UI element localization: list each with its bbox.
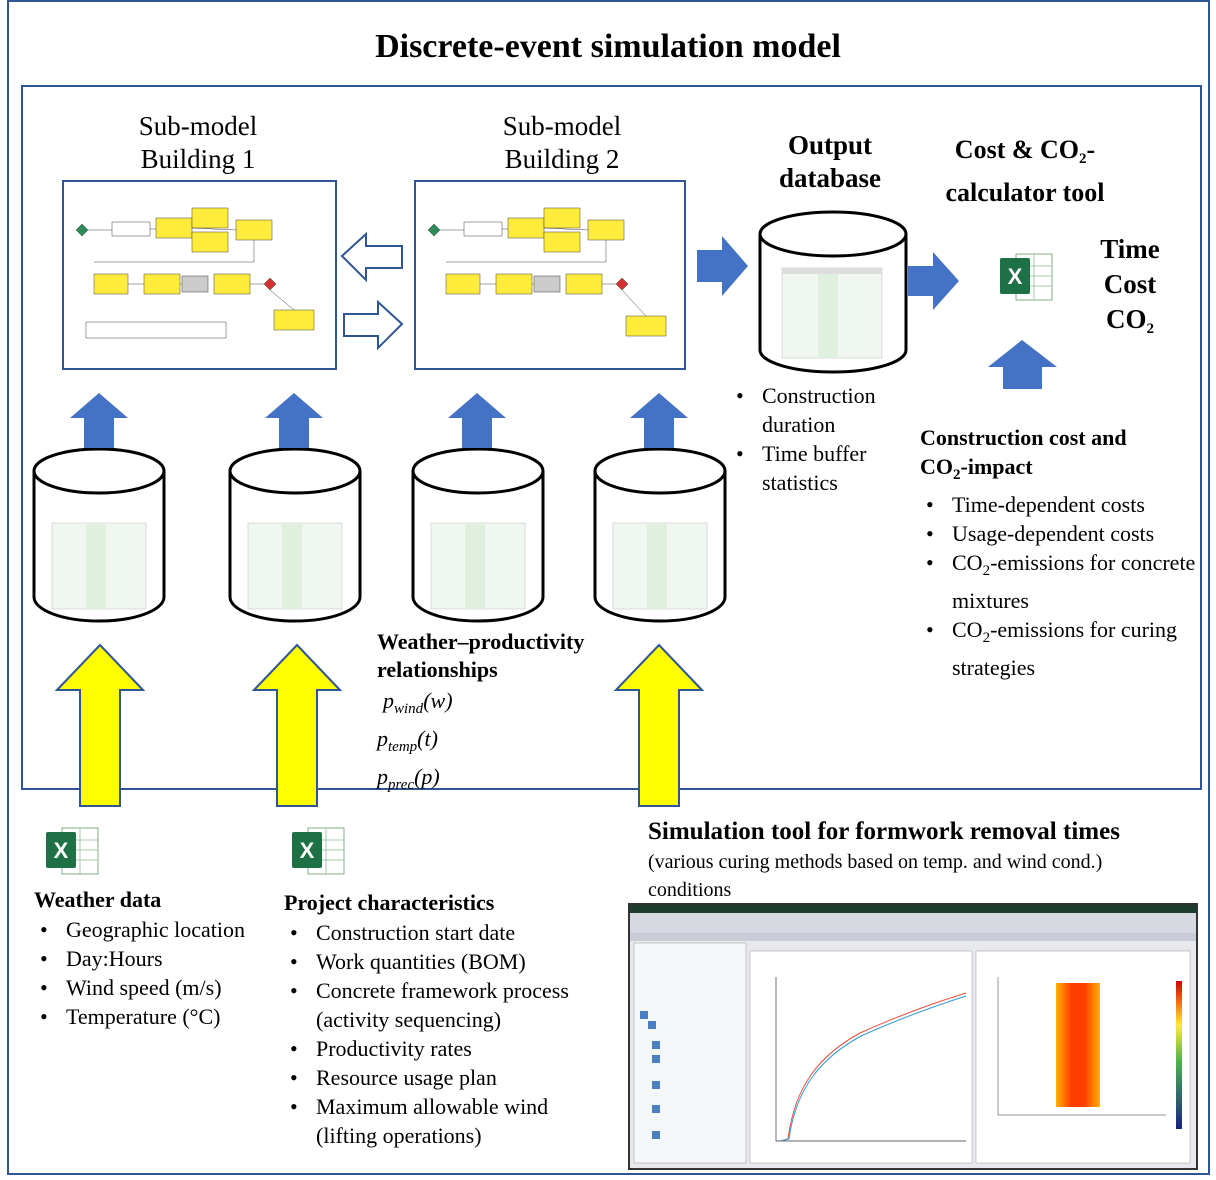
weather-productivity-heading: Weather–productivity relationships bbox=[377, 629, 585, 682]
svg-text:X: X bbox=[54, 838, 69, 863]
excel-icon-project: X bbox=[292, 827, 345, 875]
sim-tool-block: Simulation tool for formwork removal tim… bbox=[648, 816, 1208, 903]
blue-arrow-up-1 bbox=[70, 393, 128, 448]
simulation-model-frame bbox=[21, 85, 1202, 790]
output-database-cylinder bbox=[758, 210, 908, 374]
sim-tool-screenshot bbox=[628, 903, 1198, 1170]
project-bullets: Construction start date Work quantities … bbox=[284, 918, 614, 1150]
blue-arrow-to-output bbox=[697, 236, 748, 296]
svg-text:X: X bbox=[300, 838, 315, 863]
calculator-tool-label: Cost & CO2- calculator tool bbox=[945, 135, 1105, 207]
blue-arrow-up-2 bbox=[265, 393, 323, 448]
excel-icon-weather: X bbox=[46, 827, 99, 875]
yellow-arrow-weather bbox=[54, 643, 146, 807]
cost-co2-bullets: Time-dependent costs Usage-dependent cos… bbox=[920, 490, 1200, 682]
submodel2-flowchart bbox=[414, 180, 686, 370]
blue-arrow-up-calculator bbox=[988, 340, 1057, 389]
input-db-cylinder-2 bbox=[228, 447, 362, 623]
blue-arrow-to-calculator bbox=[908, 252, 959, 310]
blue-arrow-up-3 bbox=[448, 393, 506, 448]
output-bullets: Construction duration Time buffer statis… bbox=[730, 381, 930, 497]
sim-tool-subtitle-2: conditions bbox=[648, 879, 732, 901]
cost-co2-heading: Construction cost and CO2-impact bbox=[920, 425, 1127, 483]
results-label: Time Cost CO2 bbox=[1100, 234, 1160, 337]
flowchart-thumbnail-1 bbox=[75, 207, 315, 339]
flowchart-thumbnail-2 bbox=[427, 207, 667, 337]
input-db-cylinder-1 bbox=[32, 447, 166, 623]
project-characteristics-block: Project characteristics Construction sta… bbox=[284, 888, 614, 1150]
input-db-cylinder-4 bbox=[593, 447, 727, 623]
p-temp-formula: ptemp(t) bbox=[377, 726, 438, 755]
sim-tool-heading: Simulation tool for formwork removal tim… bbox=[648, 818, 1120, 845]
yellow-arrow-sim-tool bbox=[613, 643, 705, 807]
input-db-cylinder-3 bbox=[411, 447, 545, 623]
weather-data-heading: Weather data bbox=[34, 887, 162, 912]
excel-icon: X bbox=[1000, 253, 1053, 301]
yellow-arrow-project bbox=[251, 643, 343, 807]
cost-co2-block: Construction cost and CO2-impact Time-de… bbox=[920, 423, 1200, 682]
blue-arrow-up-4 bbox=[630, 393, 688, 448]
outer-frame bbox=[7, 0, 1210, 1175]
sim-tool-thumbnail bbox=[630, 905, 1196, 1164]
p-wind-formula: pwind(w) bbox=[383, 688, 453, 717]
hollow-arrow-right bbox=[343, 299, 404, 351]
hollow-arrow-left bbox=[340, 231, 403, 283]
weather-data-bullets: Geographic location Day:Hours Wind speed… bbox=[34, 915, 284, 1031]
submodel1-flowchart bbox=[62, 180, 337, 370]
page-title: Discrete-event simulation model bbox=[375, 28, 841, 65]
project-heading: Project characteristics bbox=[284, 890, 495, 915]
weather-productivity-block: Weather–productivity relationships pwind… bbox=[377, 628, 637, 800]
svg-text:X: X bbox=[1008, 264, 1023, 289]
p-prec-formula: pprec(p) bbox=[377, 764, 440, 793]
weather-data-block: Weather data Geographic location Day:Hou… bbox=[34, 885, 284, 1031]
sim-tool-subtitle: (various curing methods based on temp. a… bbox=[648, 851, 1103, 873]
